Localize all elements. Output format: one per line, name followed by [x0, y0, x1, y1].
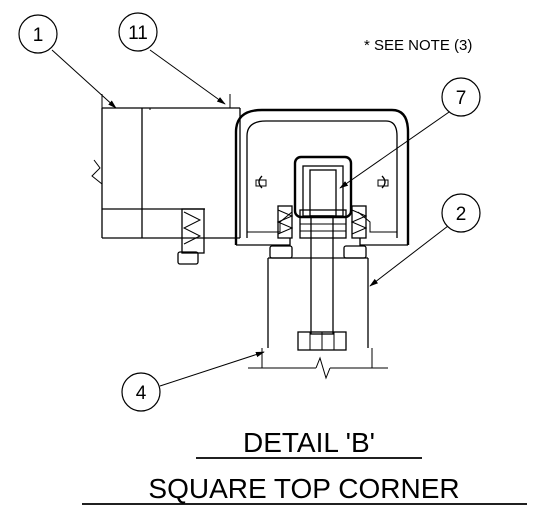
- lower-post: [248, 257, 388, 380]
- left-post: [91, 107, 240, 239]
- see-note-text: * SEE NOTE (3): [364, 37, 472, 54]
- center-bracket: [293, 155, 353, 219]
- callout-4: 4: [121, 351, 265, 412]
- callout-7: 7: [339, 77, 481, 189]
- svg-text:11: 11: [128, 23, 148, 44]
- cap-profile: [234, 108, 410, 246]
- detail-title: DETAIL 'B' SQUARE TOP CORNER: [82, 427, 527, 505]
- svg-text:4: 4: [136, 383, 147, 404]
- svg-text:7: 7: [456, 88, 467, 109]
- title-line-1: DETAIL 'B': [243, 427, 375, 458]
- title-line-2: SQUARE TOP CORNER: [148, 473, 459, 504]
- callout-11: 11: [118, 12, 226, 105]
- svg-text:2: 2: [456, 204, 467, 225]
- screws: [269, 205, 368, 259]
- bolt: [297, 215, 347, 351]
- callout-2: 2: [369, 193, 481, 287]
- nut: [299, 209, 347, 239]
- svg-text:1: 1: [33, 25, 44, 46]
- left-screw: [177, 208, 205, 265]
- callout-1: 1: [18, 14, 117, 109]
